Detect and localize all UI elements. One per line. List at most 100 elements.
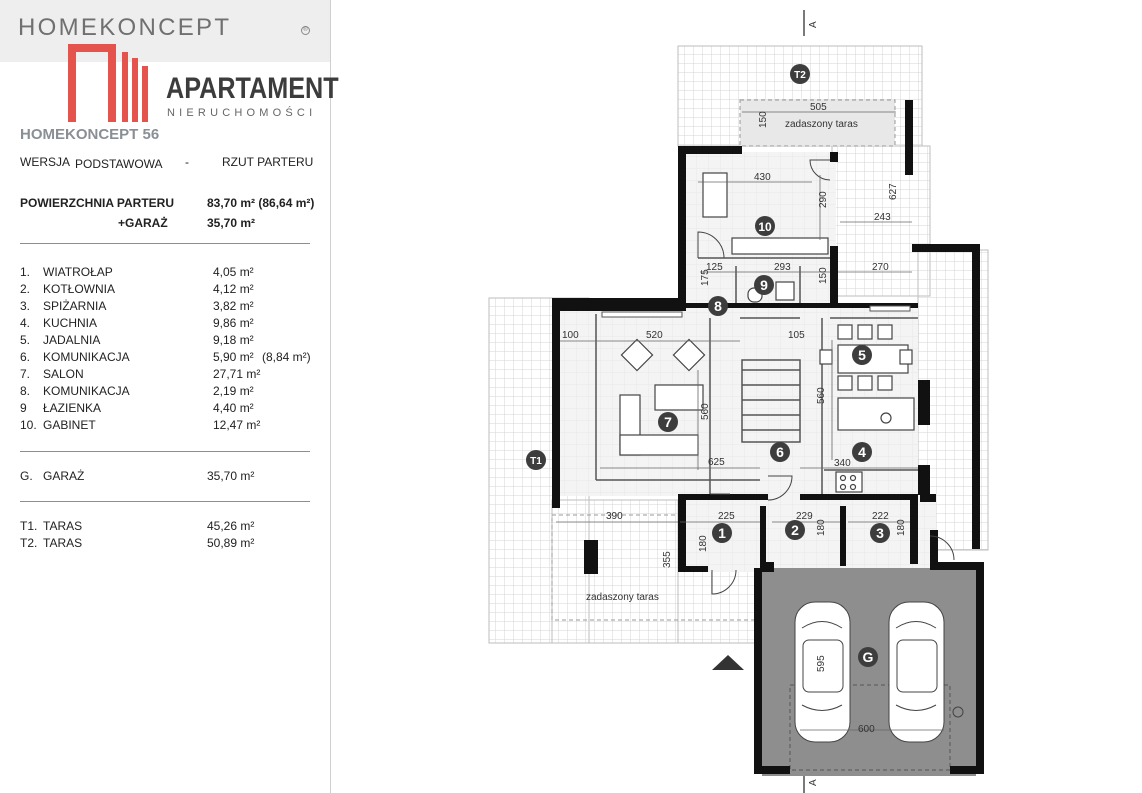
- divider: [20, 243, 310, 244]
- section-label: A: [808, 21, 819, 28]
- garage: [762, 568, 976, 776]
- room-number: 4.: [20, 316, 31, 330]
- room-area: 9,18 m²: [213, 333, 254, 347]
- room-marker-5: 5: [852, 345, 872, 365]
- dim-label: 293: [774, 262, 791, 273]
- legend-panel: HOMEKONCEPT ® APARTAMENT NIERUCHOMOŚCI H…: [0, 0, 339, 793]
- dim-label: 627: [888, 183, 899, 200]
- svg-text:G: G: [863, 649, 874, 665]
- room-area: 5,90 m²: [213, 350, 254, 364]
- svg-text:T2: T2: [794, 70, 806, 81]
- garage-no: G.: [20, 469, 33, 483]
- terrace-no: T2.: [20, 536, 38, 550]
- room-number: 10.: [20, 418, 37, 432]
- interior-partitions: [595, 257, 918, 494]
- floor-area-value: 83,70 m² (86,64 m²): [207, 196, 315, 210]
- terrace-marker-t2: T2: [790, 64, 810, 84]
- svg-text:2: 2: [791, 522, 799, 538]
- dim-label: 270: [872, 262, 889, 273]
- room-area-extra: (8,84 m²): [262, 350, 311, 364]
- section-label: A: [808, 779, 819, 786]
- room-area: 27,71 m²: [213, 367, 261, 381]
- room-number: 7.: [20, 367, 31, 381]
- garage-name: GARAŻ: [43, 469, 85, 483]
- room-name: SPIŻARNIA: [43, 299, 107, 313]
- svg-text:4: 4: [858, 444, 866, 460]
- version-label: WERSJA: [20, 155, 71, 169]
- car-left: [794, 601, 851, 743]
- svg-text:9: 9: [760, 277, 768, 293]
- walls: [552, 100, 984, 774]
- garage-area-label: +GARAŻ: [118, 216, 168, 230]
- dim-label: 560: [816, 387, 827, 404]
- doors: [697, 159, 955, 595]
- room-area: 4,40 m²: [213, 401, 254, 415]
- plan-labels: zadaszony taras zadaszony taras 505 150 …: [562, 102, 907, 735]
- divider: [20, 451, 310, 452]
- company-name: APARTAMENT: [166, 72, 339, 105]
- dim-label: 390: [606, 511, 623, 522]
- room-name: JADALNIA: [43, 333, 101, 347]
- floor-area-label: POWIERZCHNIA PARTERU: [20, 196, 174, 210]
- svg-text:7: 7: [664, 414, 672, 430]
- dim-label: 520: [646, 330, 663, 341]
- room-marker-8: 8: [708, 296, 728, 316]
- room-name: SALON: [43, 367, 84, 381]
- dim-label: 430: [754, 172, 771, 183]
- dim-label: 505: [810, 102, 827, 113]
- dim-label: 560: [700, 403, 711, 420]
- dim-label: 355: [662, 551, 673, 568]
- window-marks: [601, 305, 911, 318]
- dim-label: 125: [706, 262, 723, 273]
- svg-text:1: 1: [718, 525, 726, 541]
- dim-label: 180: [816, 519, 827, 536]
- version-dash: -: [185, 155, 189, 169]
- room-number: 9: [20, 401, 27, 415]
- dim-label: 100: [562, 330, 579, 341]
- room-number: 1.: [20, 265, 31, 279]
- terrace-area: 50,89 m²: [207, 536, 255, 550]
- room-marker-2: 2: [785, 520, 805, 540]
- svg-text:3: 3: [876, 525, 884, 541]
- divider: [20, 501, 310, 502]
- room-marker-4: 4: [852, 442, 872, 462]
- registered-mark: ®: [301, 26, 310, 35]
- terrace-marker-t1: T1: [526, 450, 546, 470]
- terrace-name: TARAS: [43, 519, 83, 533]
- furniture: [619, 172, 915, 493]
- covered-terrace-label: zadaszony taras: [586, 592, 659, 603]
- room-area: 12,47 m²: [213, 418, 261, 432]
- version-value: PODSTAWOWA: [75, 157, 163, 171]
- dim-label: 243: [874, 212, 891, 223]
- svg-text:5: 5: [858, 347, 866, 363]
- room-name: KOMUNIKACJA: [43, 350, 130, 364]
- floor-plan: A A zadaszony taras zadaszony taras 505 …: [488, 10, 989, 793]
- room-number: 5.: [20, 333, 31, 347]
- dim-label: 175: [700, 269, 711, 286]
- dim-label: 225: [718, 511, 735, 522]
- section-marker-bottom: A: [803, 776, 819, 793]
- garage-area: 35,70 m²: [207, 469, 255, 483]
- svg-text:6: 6: [776, 444, 784, 460]
- dim-label: 105: [788, 330, 805, 341]
- view-name: RZUT PARTERU: [222, 155, 314, 169]
- svg-text:T1: T1: [530, 456, 542, 467]
- car-right: [888, 601, 945, 743]
- room-marker-10: 10: [755, 216, 775, 236]
- room-name: KUCHNIA: [43, 316, 98, 330]
- room-number: 8.: [20, 384, 31, 398]
- room-markers: 10 9 8 7 6 5 4 1 2 3 G T1 T2: [526, 64, 890, 667]
- dim-label: 180: [698, 535, 709, 552]
- room-marker-1: 1: [712, 523, 732, 543]
- room-marker-9: 9: [754, 275, 774, 295]
- section-marker-top: A: [803, 10, 819, 36]
- dim-label: 229: [796, 511, 813, 522]
- room-number: 2.: [20, 282, 31, 296]
- project-title: HOMEKONCEPT 56: [20, 126, 160, 143]
- dimension-lines: [556, 111, 944, 731]
- dim-label: 340: [834, 458, 851, 469]
- entrance-arrow: [712, 655, 744, 670]
- garage-marker: G: [858, 647, 878, 667]
- room-area: 4,12 m²: [213, 282, 254, 296]
- room-area: 3,82 m²: [213, 299, 254, 313]
